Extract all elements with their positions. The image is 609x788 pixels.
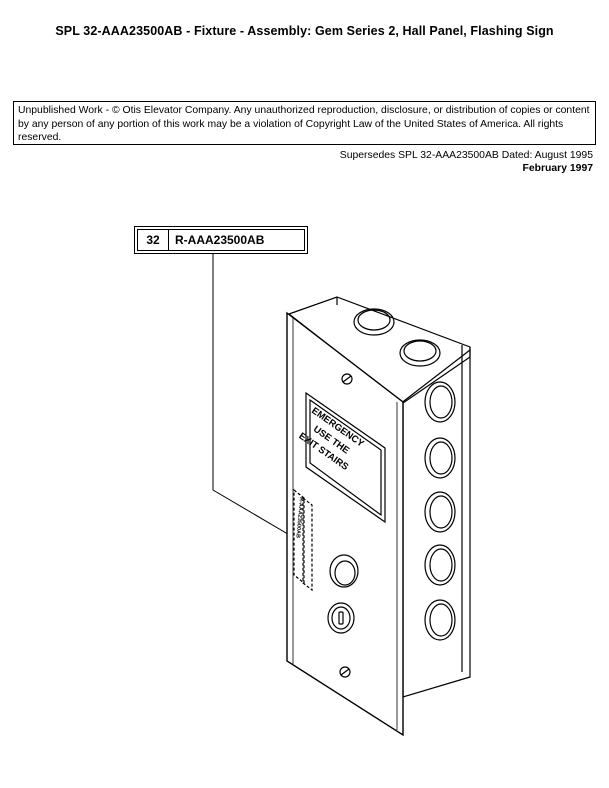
emergency-sign — [305, 391, 386, 524]
key-switch-icon — [327, 602, 355, 634]
position-indicator-label — [293, 488, 313, 592]
copyright-notice: Unpublished Work - © Otis Elevator Compa… — [13, 101, 596, 145]
callout-part-number: R-AAA23500AB — [175, 233, 265, 247]
callout-quantity: 32 — [138, 230, 169, 250]
document-title: SPL 32-AAA23500AB - Fixture - Assembly: … — [55, 24, 554, 38]
supersedes-text: Supersedes SPL 32-AAA23500AB Dated: Augu… — [339, 150, 593, 161]
revision-date: February 1997 — [522, 163, 593, 174]
part-callout-label: 32 R-AAA23500AB — [134, 226, 308, 254]
vertical-part-label: R-AAA23500AB — [294, 497, 304, 538]
top-knockouts — [353, 308, 441, 367]
revision-block: Supersedes SPL 32-AAA23500AB Dated: Augu… — [340, 149, 593, 175]
mounting-screw-icon — [339, 373, 353, 678]
callout-leader-line — [212, 254, 299, 541]
side-knockouts — [424, 381, 456, 641]
flashing-lamp-lens — [329, 554, 359, 588]
